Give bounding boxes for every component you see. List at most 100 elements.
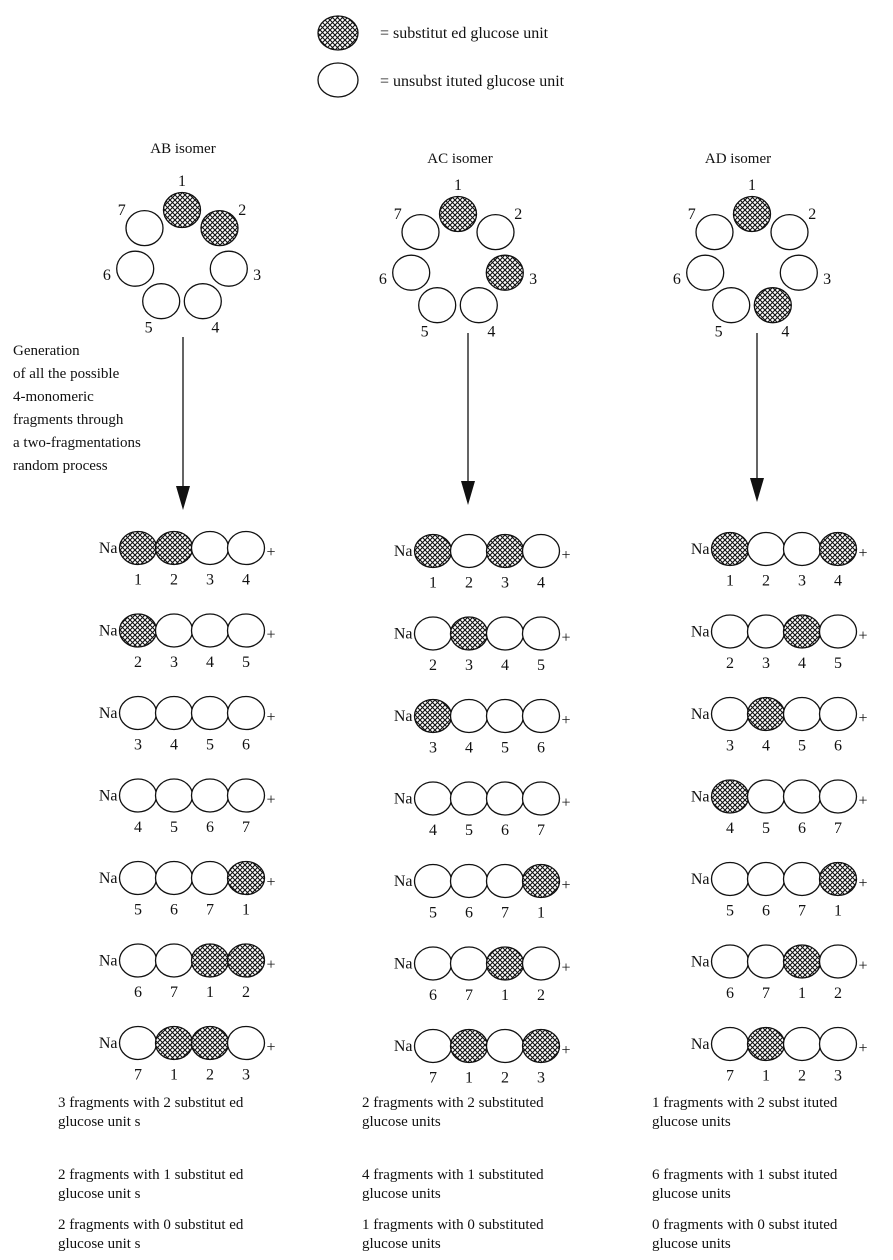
sodium-ion-label: Na [394,873,413,890]
isomer-title: AB isomer [150,141,215,157]
substituted-glucose-unit [226,943,266,978]
fragment-position-label: 2 [798,1068,806,1085]
charge-label: + [267,627,276,644]
fragment-position-label: 2 [465,575,473,592]
ring-position-label: 3 [823,271,831,288]
fragment-position-label: 4 [726,820,734,837]
sodium-ion-label: Na [691,871,710,888]
unsubstituted-glucose-unit [485,1028,525,1064]
charge-label: + [562,547,571,564]
substituted-glucose-unit [521,1028,561,1064]
unsubstituted-glucose-unit [154,860,194,896]
ring-position-label: 4 [211,319,219,336]
fragment-position-label: 7 [501,905,509,922]
unsubstituted-glucose-unit [485,616,525,651]
unsubstituted-glucose-unit [459,287,498,324]
charge-label: + [562,630,571,647]
unsubstituted-glucose-unit [476,213,515,251]
unsubstituted-glucose-unit [226,1025,266,1061]
fragment-position-label: 3 [726,738,734,755]
ring-position-label: 4 [487,323,495,340]
unsubstituted-glucose-unit [154,695,194,731]
unsubstituted-glucose-unit [818,944,858,979]
fragment-position-label: 2 [134,654,142,671]
charge-label: + [859,628,868,645]
process-note-line: random process [13,458,108,474]
unsubstituted-glucose-unit [118,695,158,731]
fragment-position-label: 3 [134,737,142,754]
unsubstituted-glucose-unit [746,944,786,979]
fragment-position-label: 1 [537,905,545,922]
fragment-position-label: 6 [834,738,842,755]
summary-line: 2 fragments with 1 substitut ed [58,1167,244,1183]
sodium-ion-label: Na [394,543,413,560]
substituted-glucose-unit [485,254,524,291]
unsubstituted-glucose-unit [190,695,230,731]
substituted-glucose-unit [818,861,858,897]
fragment-position-label: 5 [206,737,214,754]
unsubstituted-glucose-unit [413,946,453,981]
charge-label: + [267,957,276,974]
unsubstituted-glucose-unit [118,778,158,813]
process-note-line: a two-fragmentations [13,435,141,451]
sodium-ion-label: Na [691,706,710,723]
fragment-position-label: 4 [170,737,178,754]
charge-label: + [267,792,276,809]
substituted-glucose-unit [118,530,158,566]
summary-line: glucose units [362,1186,441,1202]
unsubstituted-glucose-unit [782,531,822,567]
ring-position-label: 3 [253,267,261,284]
fragment-position-label: 3 [537,1070,545,1087]
fragment-position-label: 4 [834,573,842,590]
unsubstituted-glucose-unit [818,614,858,649]
fragment-position-label: 6 [170,902,178,919]
unsubstituted-glucose-unit [686,254,725,291]
fragment-position-label: 5 [134,902,142,919]
unsubstituted-glucose-unit [746,531,786,567]
fragment-position-label: 2 [501,1070,509,1087]
fragment-position-label: 6 [501,822,509,839]
fragment-position-label: 5 [762,820,770,837]
fragment-position-label: 3 [762,655,770,672]
substituted-glucose-unit [782,944,822,979]
fragment-position-label: 6 [726,985,734,1002]
fragment-position-label: 6 [242,737,250,754]
sodium-ion-label: Na [394,626,413,643]
fragment-position-label: 3 [501,575,509,592]
fragment-position-label: 1 [762,1068,770,1085]
sodium-ion-label: Na [394,956,413,973]
substituted-glucose-unit [746,696,786,732]
fragment-position-label: 4 [537,575,545,592]
unsubstituted-glucose-unit [818,1026,858,1062]
ring-position-label: 2 [514,206,522,223]
summary-line: glucose units [362,1114,441,1130]
fragment-position-label: 1 [501,987,509,1004]
ring-position-label: 7 [688,206,696,223]
sodium-ion-label: Na [99,705,118,722]
charge-label: + [267,544,276,561]
ring-position-label: 6 [673,271,681,288]
unsubstituted-glucose-unit [449,698,489,734]
fragment-position-label: 5 [537,657,545,674]
fragment-position-label: 5 [465,822,473,839]
fragment-position-label: 2 [170,572,178,589]
fragment-position-label: 7 [465,987,473,1004]
unsubstituted-glucose-unit [782,779,822,814]
fragmentation-arrow [461,333,475,505]
fragment-position-label: 6 [798,820,806,837]
sodium-ion-label: Na [691,541,710,558]
fragment-position-label: 3 [242,1067,250,1084]
